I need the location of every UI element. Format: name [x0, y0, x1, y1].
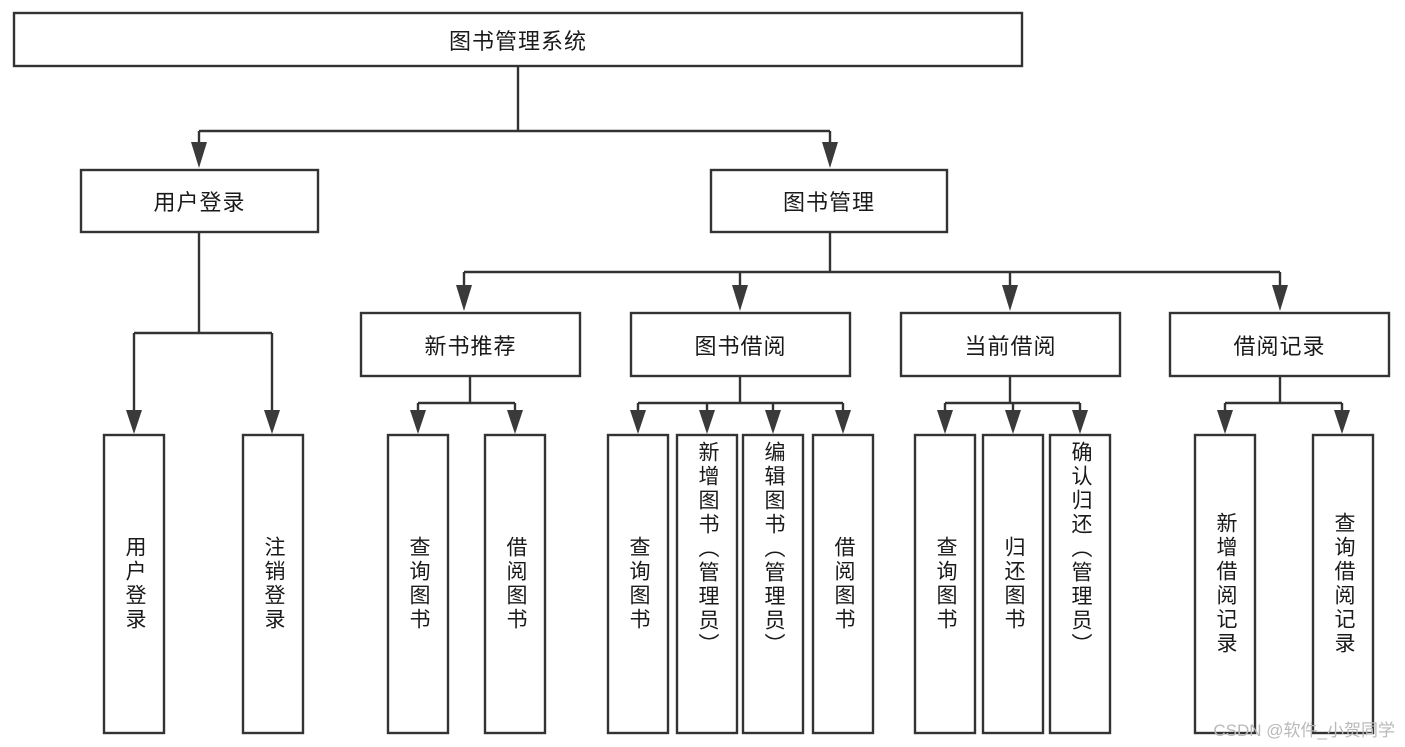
arrow-head-book-borrow	[732, 285, 748, 311]
node-box-book-borrow[interactable]	[629, 311, 852, 378]
arrow-head-leaf-edit-book	[765, 410, 781, 434]
node-box-leaf-add-book[interactable]	[675, 433, 739, 735]
node-box-leaf-borrow-book-2[interactable]	[811, 433, 875, 735]
node-box-leaf-borrow-book-1[interactable]	[483, 433, 547, 735]
node-box-leaf-user-login[interactable]	[102, 433, 166, 735]
node-box-current-borrow[interactable]	[899, 311, 1122, 378]
arrow-head-leaf-query-book-3	[937, 410, 953, 434]
arrow-head-book-manage	[822, 142, 838, 168]
arrow-head-leaf-query-record	[1334, 410, 1350, 434]
arrow-head-leaf-user-login	[126, 410, 142, 434]
arrow-head-leaf-add-record	[1217, 410, 1233, 434]
node-box-leaf-query-record[interactable]	[1311, 433, 1375, 735]
arrow-head-current-borrow	[1002, 285, 1018, 311]
arrow-head-leaf-confirm-return	[1072, 410, 1088, 434]
arrow-head-borrow-record	[1272, 285, 1288, 311]
node-box-book-manage[interactable]	[709, 168, 949, 234]
arrow-head-leaf-query-book-2	[630, 410, 646, 434]
arrow-head-leaf-borrow-book-1	[507, 410, 523, 434]
connector-group-book-borrow-to-leaves	[630, 376, 851, 434]
connector-group-borrow-record-to-leaves	[1217, 376, 1350, 434]
node-box-root[interactable]	[12, 11, 1024, 68]
node-box-leaf-query-book-2[interactable]	[606, 433, 670, 735]
node-box-leaf-query-book-3[interactable]	[913, 433, 977, 735]
connector-group-book-manage-to-level3	[456, 232, 1288, 311]
connector-group-current-borrow-to-leaves	[937, 376, 1088, 434]
node-box-leaf-return-book[interactable]	[981, 433, 1045, 735]
arrow-head-leaf-query-book-1	[410, 410, 426, 434]
node-box-borrow-record[interactable]	[1168, 311, 1391, 378]
connector-group-root-to-level2	[191, 66, 838, 168]
arrow-head-leaf-borrow-book-2	[835, 410, 851, 434]
node-box-leaf-confirm-return[interactable]	[1048, 433, 1112, 735]
node-box-user-login[interactable]	[79, 168, 320, 234]
arrow-head-user-login	[191, 142, 207, 168]
node-box-leaf-edit-book[interactable]	[741, 433, 805, 735]
node-box-leaf-add-record[interactable]	[1193, 433, 1257, 735]
connector-group-user-login-to-leaves	[126, 232, 280, 434]
node-box-new-book-recommend[interactable]	[359, 311, 582, 378]
node-box-leaf-query-book-1[interactable]	[386, 433, 450, 735]
arrow-head-leaf-add-book	[699, 410, 715, 434]
node-box-leaf-logout-login[interactable]	[241, 433, 305, 735]
arrow-head-leaf-return-book	[1005, 410, 1021, 434]
arrow-head-new-book-recommend	[456, 285, 472, 311]
arrow-head-leaf-logout-login	[264, 410, 280, 434]
connector-group-new-book-recommend-to-leaves	[410, 376, 523, 434]
